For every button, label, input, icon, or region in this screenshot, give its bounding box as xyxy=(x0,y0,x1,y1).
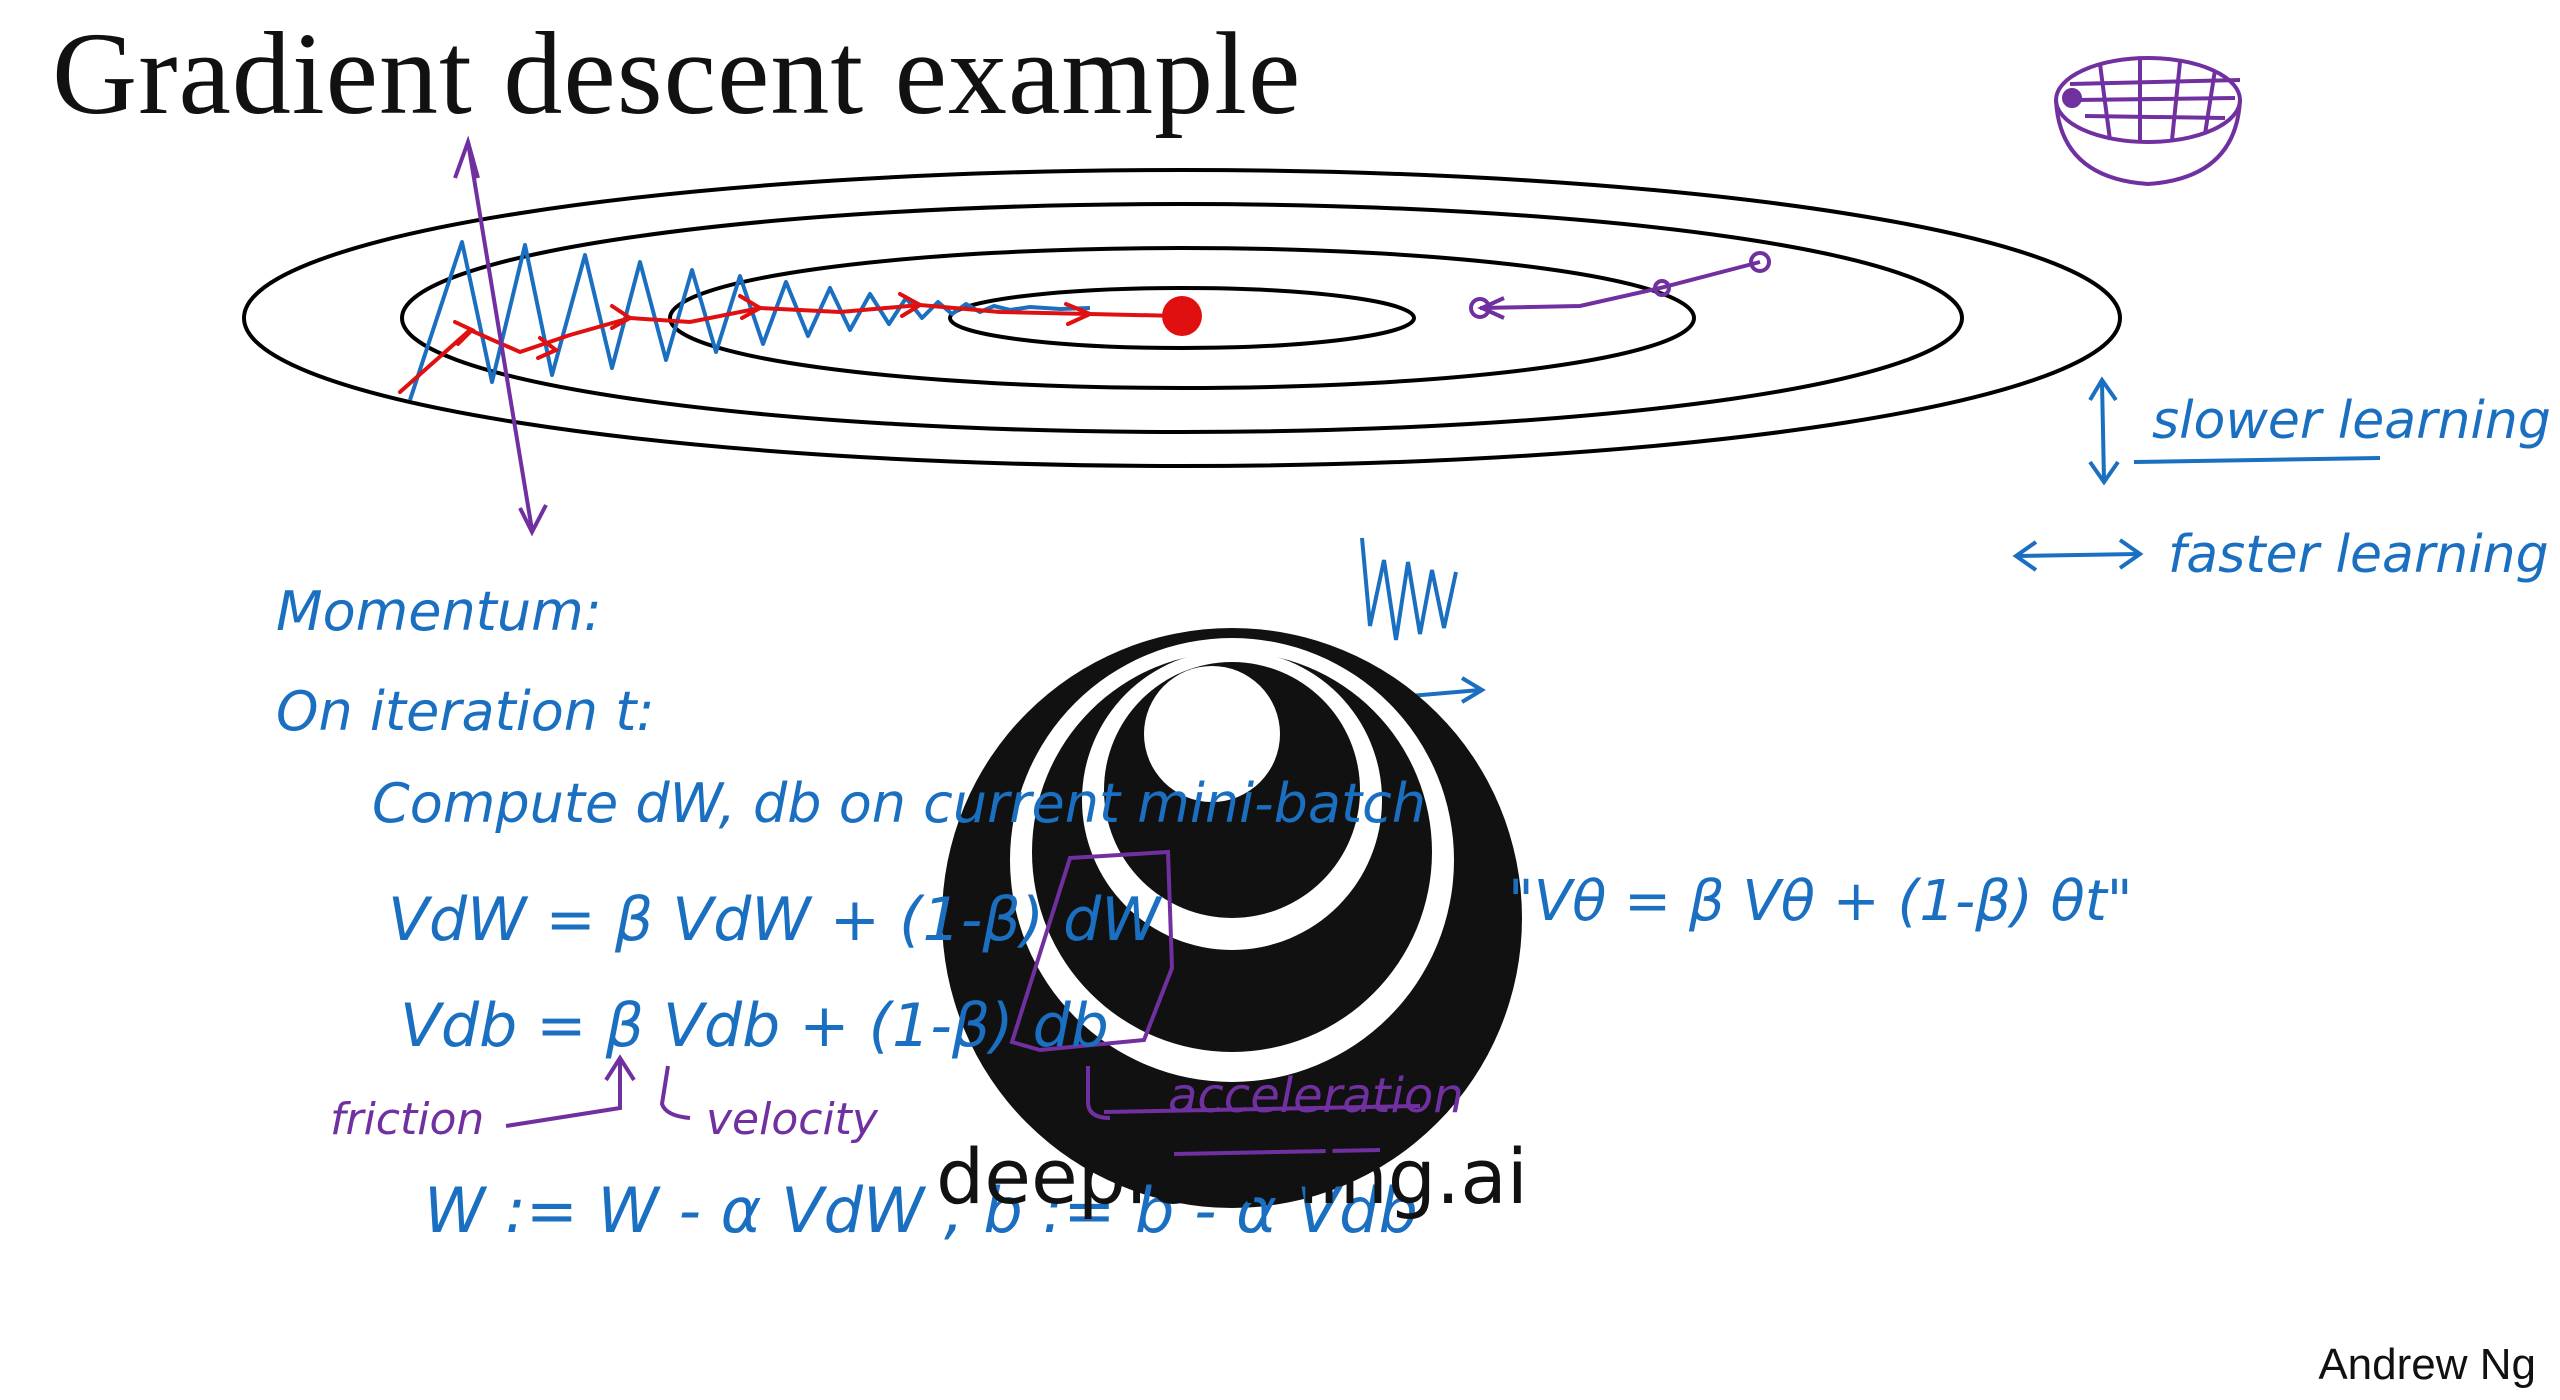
vdb-equation: Vdb = β Vdb + (1-β) db xyxy=(400,991,1109,1061)
contour-ring-3 xyxy=(668,246,1696,390)
slower-learning-label: slower learning xyxy=(2152,391,2551,451)
contour-ring-1 xyxy=(242,168,2122,468)
iteration-label: On iteration t: xyxy=(276,680,655,743)
faster-learning-label: faster learning xyxy=(2168,525,2549,585)
contour-lines xyxy=(242,168,2122,468)
right-side-path xyxy=(1469,251,1771,320)
acceleration-box xyxy=(1009,849,1421,1156)
momentum-label: Momentum: xyxy=(276,580,602,643)
watermark-text: deeplearning.ai xyxy=(936,1132,1528,1221)
slide-title: Gradient descent example xyxy=(52,8,1302,139)
update-equation: W := W - α VdW , b := b - α Vdb xyxy=(424,1174,1418,1247)
vdw-equation: VdW = β VdW + (1-β) dW xyxy=(388,885,1163,955)
minimum-point xyxy=(1162,296,1202,336)
faster-learning-arrow xyxy=(2012,538,2144,572)
vertical-oscillation-arrow xyxy=(453,135,548,537)
handwritten-notes: slower learning faster learning Momentum… xyxy=(276,391,2551,1247)
acceleration-label: acceleration xyxy=(1168,1068,1464,1124)
contour-ring-4 xyxy=(948,286,1416,350)
velocity-label: velocity xyxy=(706,1094,879,1145)
deeplearning-logo xyxy=(942,628,1522,1208)
author-name: Andrew Ng xyxy=(2318,1340,2536,1389)
bowl-sketch xyxy=(2054,56,2242,187)
friction-label: friction xyxy=(330,1094,484,1145)
contour-ring-2 xyxy=(400,202,1964,434)
ewa-equation: "Vθ = β Vθ + (1-β) θt" xyxy=(1508,869,2133,934)
slower-learning-arrow xyxy=(2088,376,2381,486)
friction-velocity-arrows xyxy=(505,1054,691,1128)
momentum-path xyxy=(398,292,1182,394)
compute-label: Compute dW, db on current mini-batch xyxy=(372,772,1426,835)
